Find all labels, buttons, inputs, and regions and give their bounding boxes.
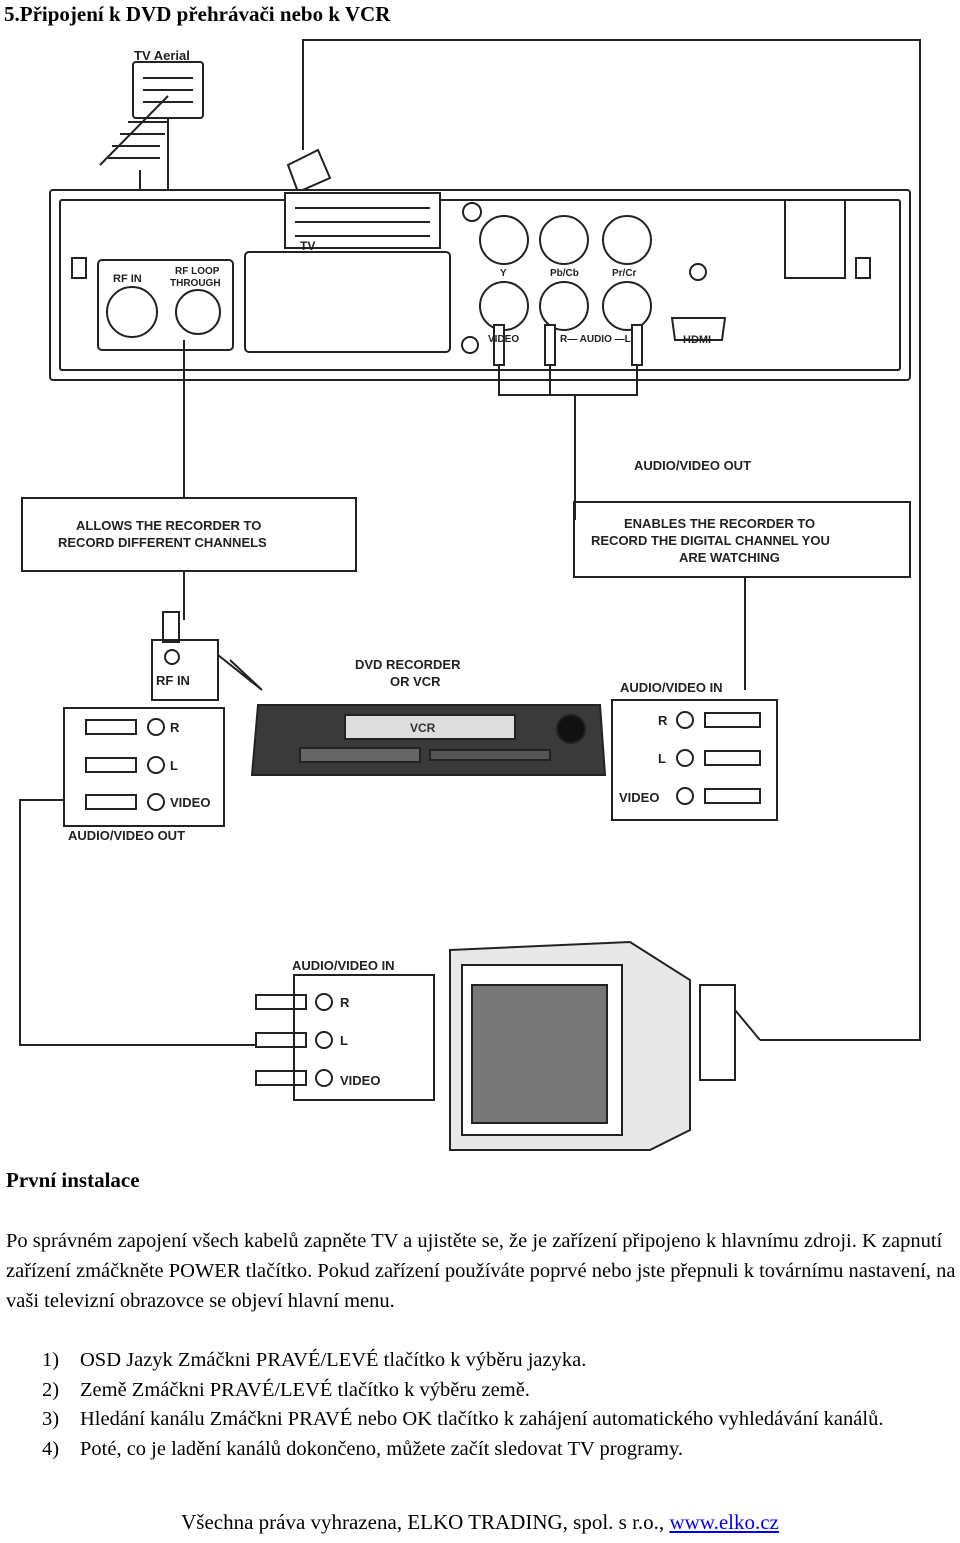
label-tv-video: VIDEO: [340, 1073, 380, 1088]
television-icon: [449, 940, 761, 1151]
label-av-in-tv: AUDIO/VIDEO IN: [292, 958, 395, 973]
list-item: 4) Poté, co je ladění kanálů dokončeno, m…: [6, 1435, 956, 1465]
tv-av-in-jacks: [255, 993, 333, 1087]
label-tv-r: R: [340, 995, 350, 1010]
step-text: Poté, co je ladění kanálů dokončeno, můž…: [80, 1437, 684, 1460]
box-left-line1: ALLOWS THE RECORDER TO: [76, 518, 261, 533]
label-out-video: VIDEO: [170, 795, 210, 810]
label-rec-l: L: [658, 751, 666, 766]
label-video: VIDEO: [488, 334, 519, 345]
av-out-cables: [493, 324, 643, 520]
recorder-device: [250, 704, 607, 776]
label-out-r: R: [170, 720, 180, 735]
footer: Všechna práva vyhrazena, ELKO TRADING, s…: [0, 1510, 960, 1535]
label-tv-l: L: [340, 1033, 348, 1048]
step-text: OSD Jazyk Zmáčkni PRAVÉ/LEVÉ tlačítko k …: [80, 1349, 587, 1371]
list-item: 1) OSD Jazyk Zmáčkni PRAVÉ/LEVÉ tlačítko …: [6, 1346, 956, 1376]
recorder-av-in-jacks: [676, 711, 761, 805]
recorder-av-in-panel: [611, 699, 778, 821]
label-recorder-rf-in: RF IN: [156, 673, 190, 688]
steps-list: 1) OSD Jazyk Zmáčkni PRAVÉ/LEVÉ tlačítko …: [6, 1346, 956, 1464]
label-jack-pr: Pr/Cr: [612, 268, 637, 279]
label-rf-in: RF IN: [113, 273, 142, 285]
intro-paragraph: Po správném zapojení všech kabelů zapnět…: [6, 1226, 958, 1316]
label-rf-loop-2: THROUGH: [170, 278, 221, 289]
step-number: 3): [42, 1408, 60, 1430]
label-scart-tv: TV: [300, 239, 315, 253]
label-out-l: L: [170, 758, 178, 773]
info-box-left: [21, 497, 357, 572]
intro-paragraph-text: Po správném zapojení všech kabelů zapnět…: [6, 1230, 956, 1312]
recorder-av-out-panel: [63, 707, 225, 827]
step-text: Hledání kanálu Zmáčkni PRAVÉ nebo OK tla…: [80, 1408, 884, 1430]
list-item: 2) Země Zmáčkni PRAVÉ/LEVÉ tlačítko k výb…: [6, 1376, 956, 1406]
label-rec-r: R: [658, 713, 668, 728]
tv-av-in-panel: [293, 974, 435, 1101]
footer-text: Všechna práva vyhrazena, ELKO TRADING, s…: [181, 1510, 670, 1534]
label-av-out-recorder: AUDIO/VIDEO OUT: [68, 828, 185, 843]
label-av-out-top: AUDIO/VIDEO OUT: [634, 458, 751, 473]
footer-link[interactable]: www.elko.cz: [669, 1510, 779, 1534]
box-right-line3: ARE WATCHING: [679, 550, 780, 565]
step-number: 2): [42, 1378, 60, 1401]
info-box-right: [573, 501, 911, 578]
box-right-line1: ENABLES THE RECORDER TO: [624, 516, 815, 531]
step-number: 4): [42, 1437, 60, 1460]
label-jack-y: Y: [500, 268, 507, 279]
label-jack-pb: Pb/Cb: [550, 268, 579, 279]
label-av-in-recorder: AUDIO/VIDEO IN: [620, 680, 723, 695]
label-hdmi: HDMI: [683, 334, 711, 346]
connection-diagram: TV Aerial TV RF IN RF LOOP THROUGH Y Pb/…: [19, 39, 921, 1151]
label-vcr-badge: VCR: [410, 721, 436, 735]
page-heading: 5.Připojení k DVD přehrávači nebo k VCR: [4, 2, 391, 26]
receiver-rear-panel: [49, 189, 911, 381]
recorder-av-out-jacks: [85, 718, 165, 811]
tv-aerial-icon: [99, 61, 204, 195]
label-rf-loop-1: RF LOOP: [175, 266, 220, 277]
step-text: Země Zmáčkni PRAVÉ/LEVÉ tlačítko k výběr…: [80, 1378, 530, 1401]
label-tv-aerial: TV Aerial: [134, 48, 190, 63]
label-rec-video: VIDEO: [619, 790, 659, 805]
box-right-line2: RECORD THE DIGITAL CHANNEL YOU: [591, 533, 830, 548]
list-item: 3) Hledání kanálu Zmáčkni PRAVÉ nebo OK t…: [6, 1405, 956, 1435]
label-recorder-title-1: DVD RECORDER: [355, 657, 461, 672]
step-number: 1): [42, 1349, 60, 1371]
box-left-line2: RECORD DIFFERENT CHANNELS: [58, 535, 267, 550]
section-title: První instalace: [6, 1168, 140, 1192]
label-audio-lr: R— AUDIO —L: [560, 334, 631, 345]
label-recorder-title-2: OR VCR: [390, 674, 441, 689]
